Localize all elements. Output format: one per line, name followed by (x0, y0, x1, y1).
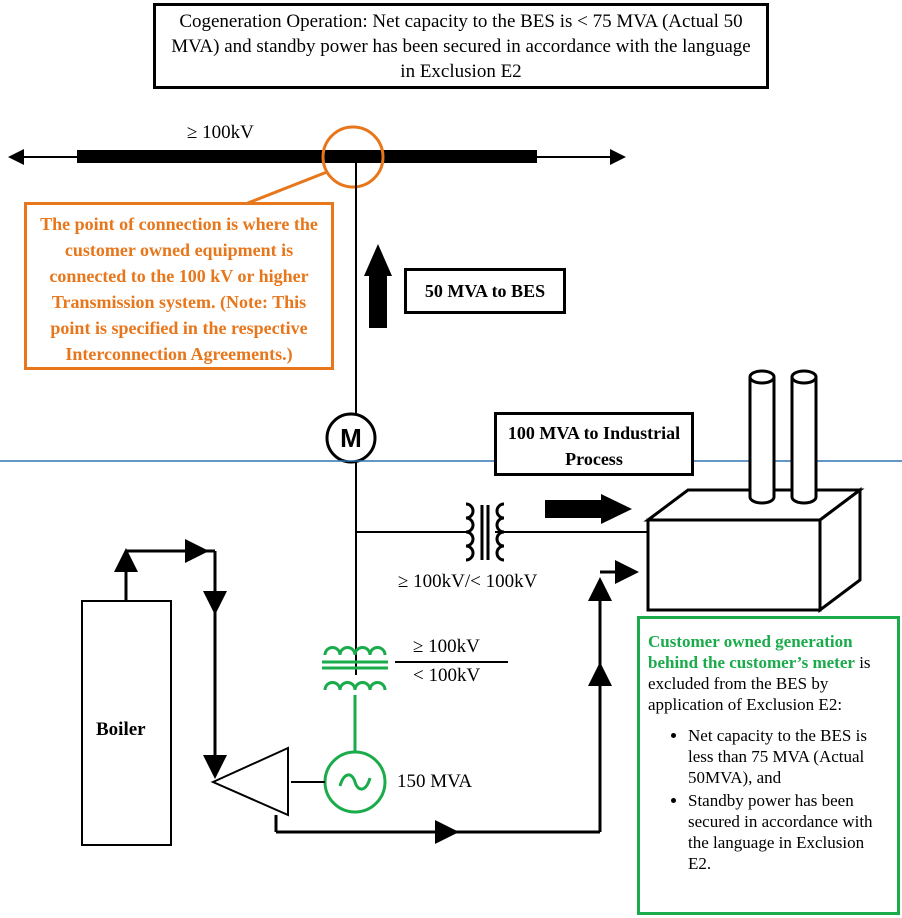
svg-text:M: M (340, 423, 362, 453)
upper-transformer-label: ≥ 100kV/< 100kV (398, 571, 538, 592)
transformer-icon (465, 502, 505, 562)
process-label: 100 MVA to Industrial Process (494, 412, 694, 476)
process-arrow-icon (545, 494, 632, 524)
title-box: Cogeneration Operation: Net capacity to … (153, 3, 769, 89)
exclusion-box: Customer owned generation behind the cus… (637, 616, 900, 915)
smokestack-icon (748, 369, 818, 505)
turbine-icon (210, 746, 289, 817)
lower-transformer-low-label: < 100kV (413, 665, 481, 686)
boiler-icon (81, 600, 172, 846)
exclusion-body: is excluded from the BES by application … (648, 653, 871, 714)
generator-transformer-icon (322, 646, 388, 691)
exclusion-bullet-1: Net capacity to the BES is less than 75 … (688, 725, 889, 788)
connection-note: The point of connection is where the cus… (40, 214, 318, 364)
generator-icon (323, 750, 387, 814)
export-label: 50 MVA to BES (404, 268, 566, 314)
lower-transformer-high-label: ≥ 100kV (413, 636, 480, 657)
title-text: Cogeneration Operation: Net capacity to … (171, 11, 751, 82)
meter-icon: M (325, 412, 377, 464)
transmission-bus (8, 149, 626, 165)
industrial-process-icon (643, 487, 865, 613)
boiler-label: Boiler (96, 719, 146, 740)
steam-piping (114, 539, 639, 844)
connection-callout: The point of connection is where the cus… (24, 202, 334, 370)
generator-rating-label: 150 MVA (397, 771, 473, 792)
exclusion-bullet-2: Standby power has been secured in accord… (688, 790, 889, 874)
bus-voltage-label: ≥ 100kV (187, 122, 254, 143)
export-arrow-icon (364, 244, 392, 328)
point-of-connection-circle (321, 125, 385, 189)
exclusion-bullets: Net capacity to the BES is less than 75 … (648, 725, 889, 874)
exclusion-heading: Customer owned generation behind the cus… (648, 632, 855, 672)
